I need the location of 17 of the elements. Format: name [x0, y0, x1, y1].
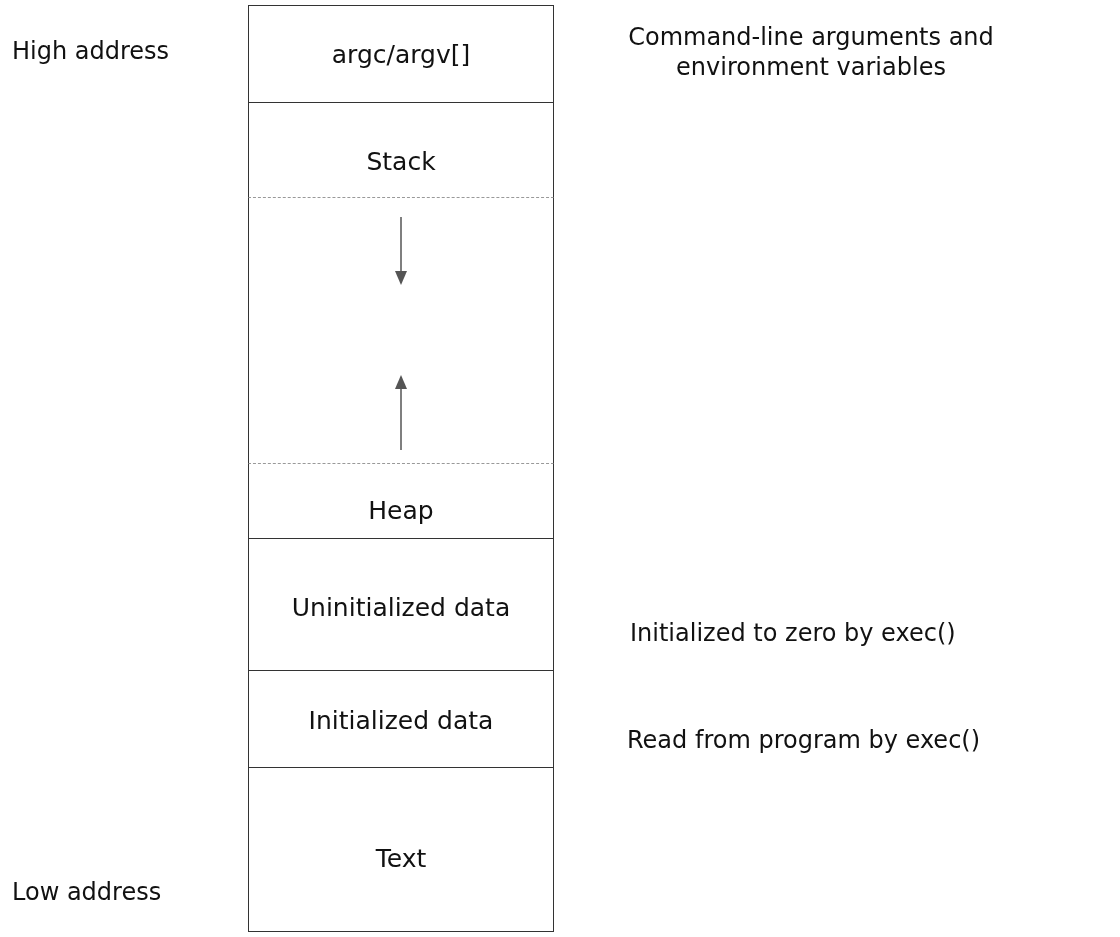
memory-segment — [248, 5, 554, 103]
address-label: Low address — [12, 877, 162, 907]
segment-label: Heap — [367, 496, 435, 525]
segment-note: Initialized to zero by exec() — [630, 618, 957, 648]
memory-segment — [248, 767, 554, 932]
segment-label: Text — [374, 844, 428, 873]
address-label: High address — [12, 36, 170, 66]
segment-label: Stack — [365, 147, 437, 176]
segment-note: Command-line arguments and environment variables — [627, 22, 995, 82]
segment-label: Uninitialized data — [290, 593, 512, 622]
memory-segment — [248, 463, 554, 538]
memory-segment — [248, 103, 554, 198]
segment-label: Initialized data — [307, 706, 495, 735]
segment-note: Read from program by exec() — [627, 725, 982, 755]
segment-label: argc/argv[] — [330, 40, 472, 69]
memory-segment — [248, 670, 554, 767]
memory-segment — [248, 538, 554, 670]
